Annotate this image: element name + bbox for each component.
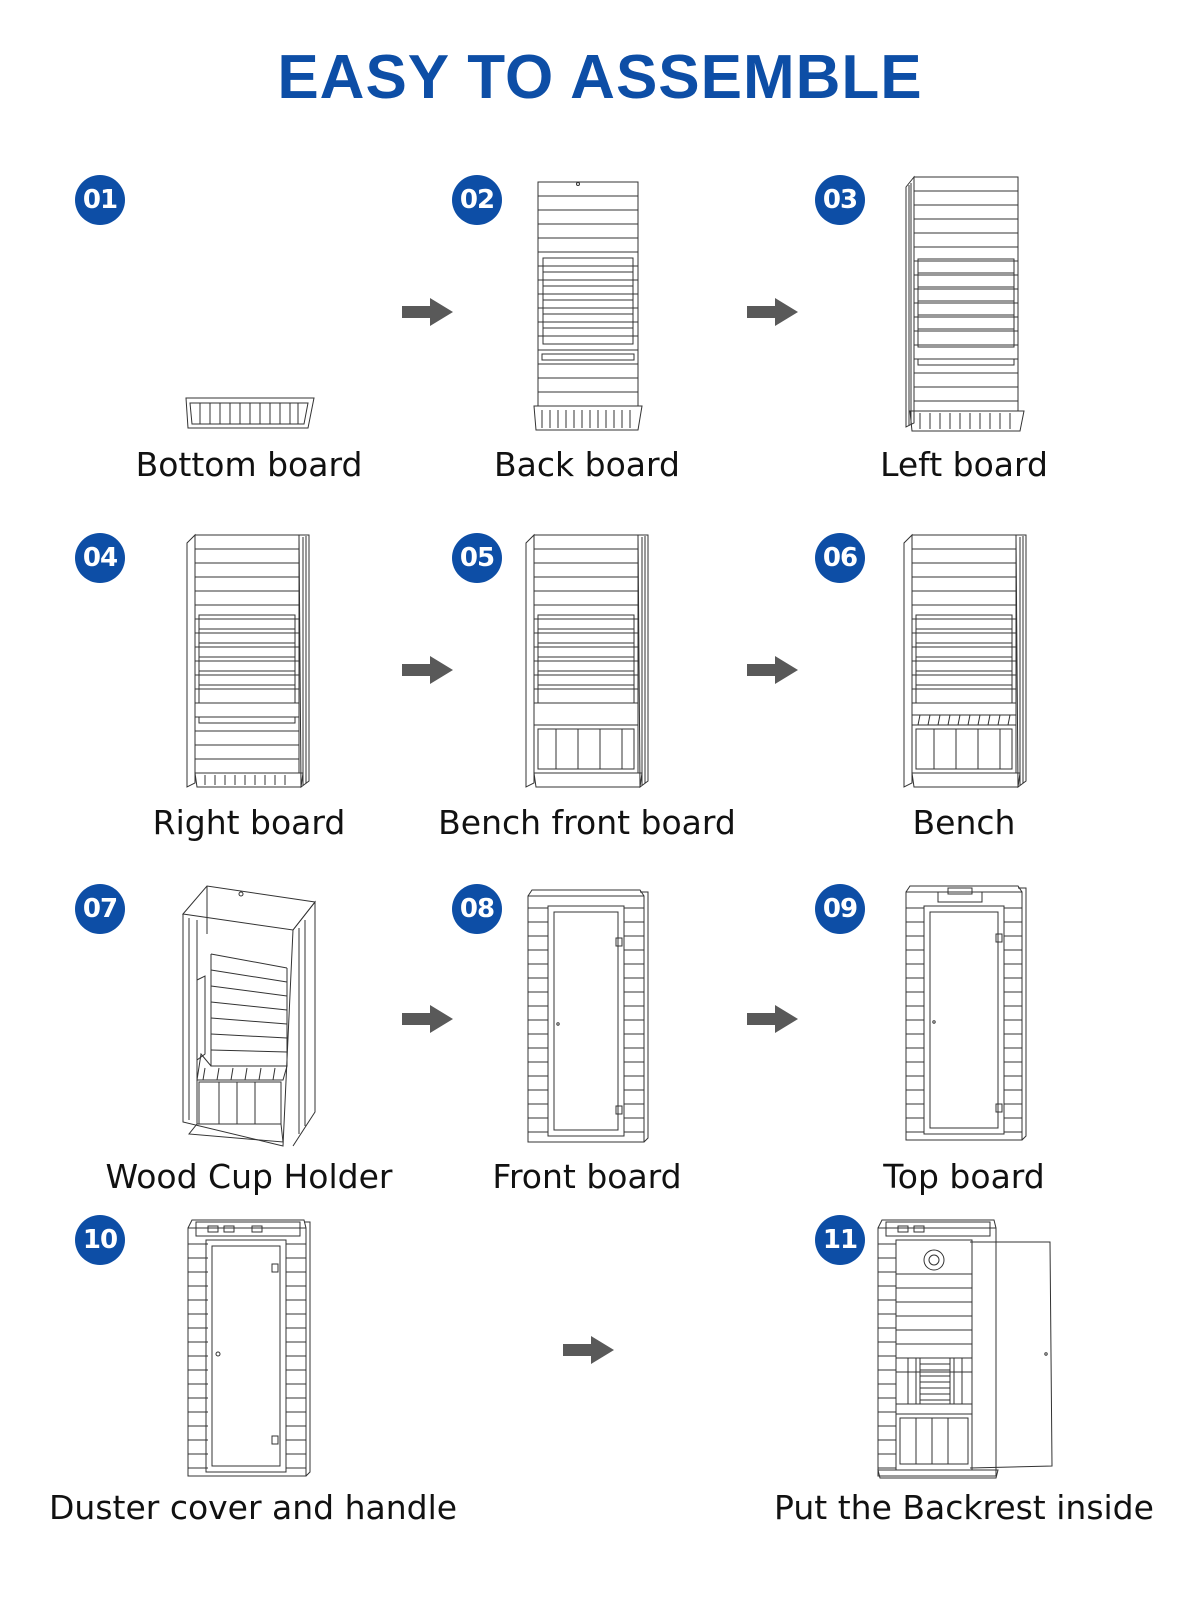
step-caption-09: Top board xyxy=(883,1157,1045,1196)
bottom-board-illustration xyxy=(180,395,320,435)
backrest-inside-illustration xyxy=(872,1218,1058,1480)
step-badge-03: 03 xyxy=(815,175,865,225)
back-board-illustration xyxy=(530,178,648,436)
step-caption-04: Right board xyxy=(152,803,346,842)
left-board-illustration xyxy=(900,175,1030,435)
step-badge-02: 02 xyxy=(452,175,502,225)
bench-illustration xyxy=(900,533,1032,791)
step-badge-09: 09 xyxy=(815,884,865,934)
step-badge-05: 05 xyxy=(452,533,502,583)
step-badge-10: 10 xyxy=(75,1215,125,1265)
step-badge-08: 08 xyxy=(452,884,502,934)
step-badge-11: 11 xyxy=(815,1215,865,1265)
duster-cover-illustration xyxy=(182,1218,314,1480)
step-badge-06: 06 xyxy=(815,533,865,583)
step-badge-07: 07 xyxy=(75,884,125,934)
wood-cup-holder-illustration xyxy=(175,884,323,1148)
step-caption-07: Wood Cup Holder xyxy=(105,1157,393,1196)
right-board-illustration xyxy=(183,533,315,791)
step-caption-02: Back board xyxy=(494,445,680,484)
page-title: EASY TO ASSEMBLE xyxy=(277,43,923,112)
top-board-illustration xyxy=(898,884,1030,1146)
step-caption-10: Duster cover and handle xyxy=(49,1488,458,1527)
arrow-right-icon xyxy=(402,298,453,326)
arrow-right-icon xyxy=(402,1005,453,1033)
arrow-right-icon xyxy=(747,656,798,684)
step-caption-06: Bench xyxy=(912,803,1016,842)
arrow-right-icon xyxy=(747,1005,798,1033)
arrow-right-icon xyxy=(402,656,453,684)
step-caption-05: Bench front board xyxy=(438,803,736,842)
step-caption-03: Left board xyxy=(880,445,1048,484)
step-caption-11: Put the Backrest inside xyxy=(774,1488,1154,1527)
front-board-illustration xyxy=(520,888,652,1148)
step-badge-04: 04 xyxy=(75,533,125,583)
step-caption-01: Bottom board xyxy=(135,445,363,484)
arrow-right-icon xyxy=(747,298,798,326)
bench-front-board-illustration xyxy=(522,533,654,791)
step-caption-08: Front board xyxy=(492,1157,682,1196)
arrow-right-icon xyxy=(563,1336,614,1364)
step-badge-01: 01 xyxy=(75,175,125,225)
